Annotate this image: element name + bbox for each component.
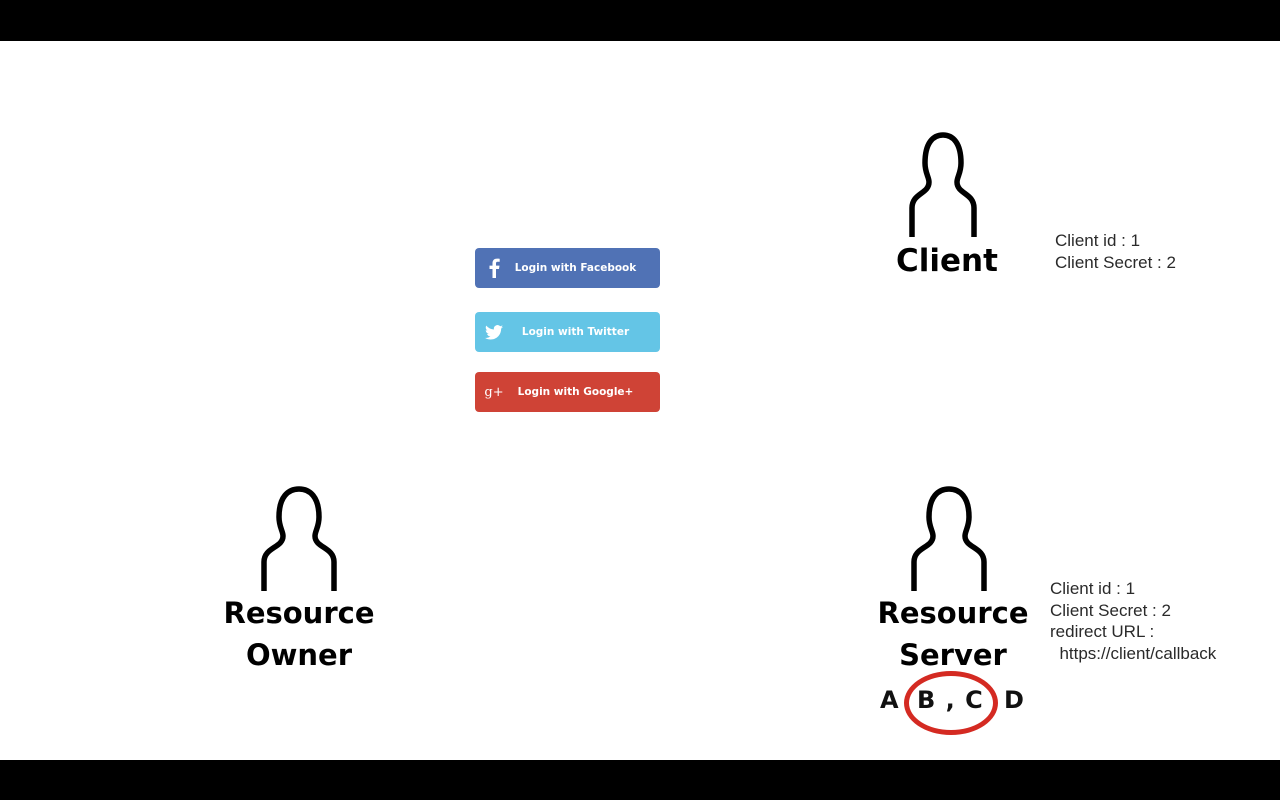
resource-owner-label: Resource Owner [210,592,388,676]
server-redirect-label: redirect URL : [1050,622,1155,641]
server-client-secret-text: Client Secret : 2 [1050,600,1171,620]
step-a-letter: A [880,686,899,714]
login-facebook-label: Login with Facebook [514,262,637,274]
google-plus-icon: g+ [484,384,504,400]
resource-server-label-line2: Server [899,638,1007,672]
resource-server-info: Client id : 1 Client Secret : 2 redirect U… [1050,578,1216,664]
client-id-text: Client id : 1 [1055,231,1141,250]
resource-owner-person-icon [259,485,339,593]
facebook-icon [475,258,513,278]
server-redirect-url: https://client/callback [1050,643,1217,663]
login-google-plus-label: Login with Google+ [517,386,634,398]
client-person-icon [903,131,983,239]
login-twitter-button[interactable]: Login with Twitter [475,312,660,352]
client-label: Client [896,243,998,279]
resource-owner-label-line1: Resource [223,596,375,630]
step-bc-highlight-ellipse [904,671,998,735]
diagram-canvas: Login with Facebook Login with Twitter g… [0,41,1280,760]
step-d-letter: D [1004,686,1024,714]
resource-owner-label-line2: Owner [245,638,353,672]
step-bc-letters: B , C [917,686,984,714]
resource-server-label: Resource Server [864,592,1042,676]
login-twitter-label: Login with Twitter [521,326,630,338]
resource-server-person-icon [909,485,989,593]
twitter-icon [475,324,513,340]
login-facebook-button[interactable]: Login with Facebook [475,248,660,288]
server-client-id-text: Client id : 1 [1050,579,1136,598]
client-info: Client id : 1 Client Secret : 2 [1055,230,1176,273]
login-google-plus-button[interactable]: g+ Login with Google+ [475,372,660,412]
resource-server-label-line1: Resource [877,596,1029,630]
client-secret-text: Client Secret : 2 [1055,252,1176,272]
